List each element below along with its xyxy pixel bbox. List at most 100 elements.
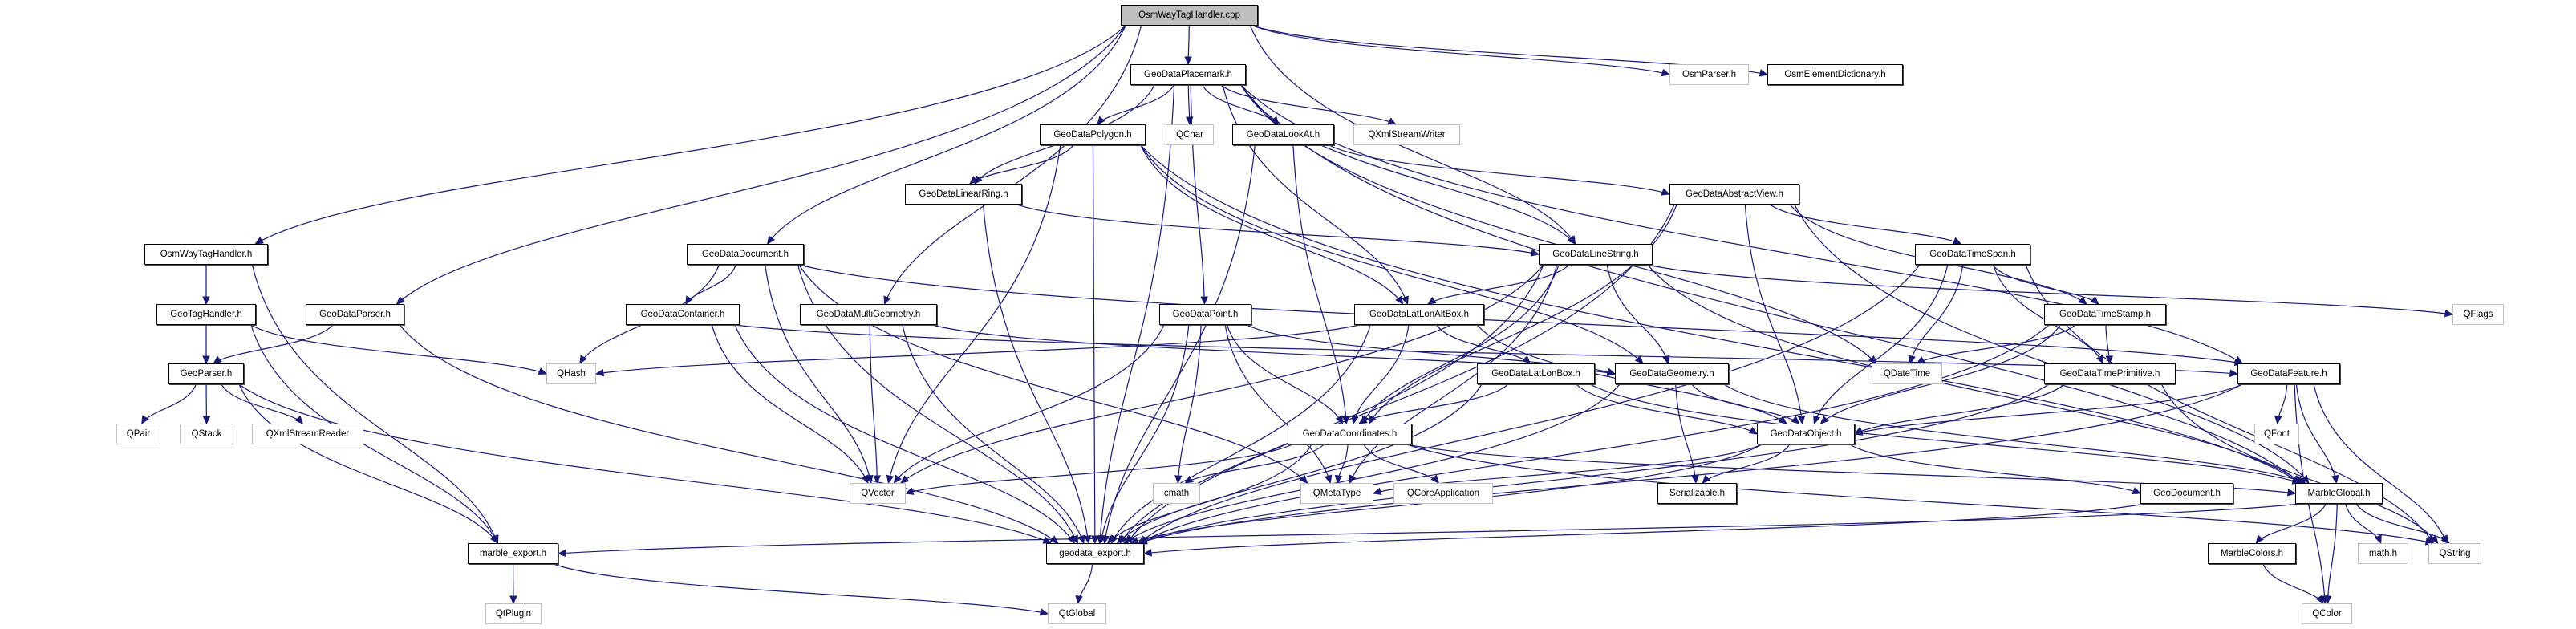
- node-qstack: QStack: [180, 424, 233, 444]
- node-geodatalookat-h[interactable]: GeoDataLookAt.h: [1232, 124, 1334, 145]
- node-geodatatimeprimitive-h[interactable]: GeoDataTimePrimitive.h: [2044, 363, 2176, 384]
- node-geodataobject-h[interactable]: GeoDataObject.h: [1757, 424, 1855, 444]
- node-label: cmath: [1163, 489, 1190, 498]
- node-geodatapolygon-h[interactable]: GeoDataPolygon.h: [1040, 124, 1146, 145]
- node-label: GeoTagHandler.h: [170, 310, 242, 319]
- edge-root-to-osmwayh: [254, 25, 1126, 245]
- node-label: GeoDataLineString.h: [1552, 250, 1639, 259]
- node-geodatalatlonbox-h[interactable]: GeoDataLatLonBox.h: [1477, 363, 1595, 384]
- node-label: QXmlStreamReader: [266, 429, 350, 439]
- arrowhead-icon: [1349, 474, 1357, 485]
- node-qvector: QVector: [850, 483, 906, 504]
- arrowhead-icon: [557, 549, 566, 558]
- arrowhead-icon: [1702, 474, 1711, 484]
- node-geodatalinearring-h[interactable]: GeoDataLinearRing.h: [905, 184, 1022, 205]
- node-serializable-h[interactable]: Serializable.h: [1657, 483, 1737, 504]
- edge-linestring-to-geometry: [1606, 264, 1669, 364]
- edge-coordinates-to-cmath: [1184, 444, 1325, 484]
- edge-polygon-to-geodataexport: [1092, 144, 1096, 544]
- arrowhead-icon: [766, 235, 776, 246]
- node-qmetatype: QMetaType: [1300, 483, 1373, 504]
- node-label: QXmlStreamWriter: [1368, 130, 1446, 140]
- node-geodatafeature-h[interactable]: GeoDataFeature.h: [2237, 363, 2340, 384]
- node-qchar: QChar: [1166, 124, 1214, 145]
- node-qtglobal: QtGlobal: [1048, 603, 1106, 624]
- edge-marbleexport-to-qtglobal: [553, 563, 1049, 615]
- arrowhead-icon: [969, 176, 979, 185]
- arrowhead-icon: [202, 416, 211, 425]
- node-marblecolors-h[interactable]: MarbleColors.h: [2208, 543, 2296, 564]
- arrowhead-icon: [861, 474, 869, 485]
- node-marbleglobal-h[interactable]: MarbleGlobal.h: [2295, 483, 2383, 504]
- node-geodatalatlonaltbox-h[interactable]: GeoDataLatLonAltBox.h: [1354, 304, 1484, 325]
- arrowhead-icon: [141, 415, 149, 425]
- node-osmwaytaghandler-h[interactable]: OsmWayTagHandler.h: [144, 244, 268, 265]
- arrowhead-icon: [883, 295, 891, 306]
- node-label: math.h: [2368, 549, 2398, 558]
- arrowhead-icon: [509, 595, 517, 605]
- node-geodatamultigeometry-h[interactable]: GeoDataMultiGeometry.h: [800, 304, 937, 325]
- node-label: GeoDataAbstractView.h: [1686, 189, 1783, 199]
- node-geodataplacemark-h[interactable]: GeoDataPlacemark.h: [1130, 64, 1246, 85]
- edge-lookat-to-coordinates: [1292, 144, 1347, 424]
- edge-multigeometry-to-geodataexport: [902, 324, 1085, 544]
- arrowhead-icon: [1091, 535, 1099, 545]
- node-label: geodata_export.h: [1059, 549, 1131, 558]
- node-geotaghandler-h[interactable]: GeoTagHandler.h: [156, 304, 256, 325]
- arrowhead-icon: [904, 487, 915, 495]
- arrowhead-icon: [1908, 355, 1916, 365]
- arrowhead-icon: [1661, 68, 1671, 77]
- edge-timespan-to-geodataexport: [1138, 264, 1921, 544]
- node-label: QStack: [191, 429, 222, 439]
- node-qxmlstreamwriter: QXmlStreamWriter: [1353, 124, 1460, 145]
- arrowhead-icon: [1334, 475, 1343, 485]
- edge-marbleglobal-to-marbleexport: [558, 503, 2301, 554]
- arrowhead-icon: [396, 296, 405, 305]
- arrowhead-icon: [1184, 475, 1194, 484]
- node-label: GeoDataLookAt.h: [1246, 130, 1320, 140]
- edge-latlonbox-to-object: [1576, 383, 1758, 435]
- arrowhead-icon: [2255, 534, 2264, 544]
- edge-coordinates-to-qvector: [905, 444, 1293, 494]
- edge-polygon-to-linearring: [969, 144, 1074, 185]
- node-geodatatimestamp-h[interactable]: GeoDataTimeStamp.h: [2044, 304, 2166, 325]
- node-geoparser-h[interactable]: GeoParser.h: [168, 363, 244, 384]
- node-geodatapoint-h[interactable]: GeoDataPoint.h: [1159, 304, 1251, 325]
- node-geodatacoordinates-h[interactable]: GeoDataCoordinates.h: [1288, 424, 1412, 444]
- node-geodataabstractview-h[interactable]: GeoDataAbstractView.h: [1669, 184, 1799, 205]
- edge-lookat-to-abstractview: [1329, 144, 1670, 195]
- edge-geometry-to-serializable: [1675, 383, 1697, 484]
- edge-placemark-to-polygon: [1097, 84, 1174, 125]
- node-label: QCoreApplication: [1406, 489, 1480, 498]
- node-geodatatimespan-h[interactable]: GeoDataTimeSpan.h: [1915, 244, 2030, 265]
- node-label: GeoDataTimeSpan.h: [1929, 250, 2016, 259]
- node-osmelementdictionary-h[interactable]: OsmElementDictionary.h: [1767, 64, 1903, 85]
- node-geodocument-h[interactable]: GeoDocument.h: [2140, 483, 2233, 504]
- node-label: GeoParser.h: [180, 369, 233, 379]
- arrowhead-icon: [2229, 369, 2239, 378]
- arrowhead-icon: [538, 367, 548, 375]
- arrowhead-icon: [202, 355, 210, 365]
- edge-linestring-to-marbleglobal: [1647, 264, 2302, 484]
- node-geodata-export-h[interactable]: geodata_export.h: [1046, 543, 1144, 564]
- node-qfont: QFont: [2254, 424, 2299, 444]
- edge-root-to-multigeometry: [883, 25, 1142, 305]
- node-geodataparser-h[interactable]: GeoDataParser.h: [306, 304, 404, 325]
- arrowhead-icon: [1853, 428, 1864, 436]
- node-qtplugin: QtPlugin: [485, 603, 542, 624]
- node-geodatadocument-h[interactable]: GeoDataDocument.h: [687, 244, 804, 265]
- edge-placemark-to-linestring: [1240, 84, 1576, 245]
- arrowhead-icon: [1759, 69, 1769, 77]
- node-label: Serializable.h: [1669, 489, 1726, 498]
- arrowhead-icon: [1142, 549, 1152, 557]
- node-geodatacontainer-h[interactable]: GeoDataContainer.h: [626, 304, 740, 325]
- edge-feature-to-geodataexport: [1138, 383, 2243, 544]
- edge-root-to-document: [767, 25, 1126, 245]
- node-geodatalinestring-h[interactable]: GeoDataLineString.h: [1539, 244, 1653, 265]
- arrowhead-icon: [900, 475, 910, 484]
- arrowhead-icon: [2444, 309, 2454, 318]
- arrowhead-icon: [1075, 595, 1083, 605]
- edge-geometry-to-object: [1691, 383, 1800, 424]
- node-marble-export-h[interactable]: marble_export.h: [468, 543, 558, 564]
- node-geodatageometry-h[interactable]: GeoDataGeometry.h: [1615, 363, 1729, 384]
